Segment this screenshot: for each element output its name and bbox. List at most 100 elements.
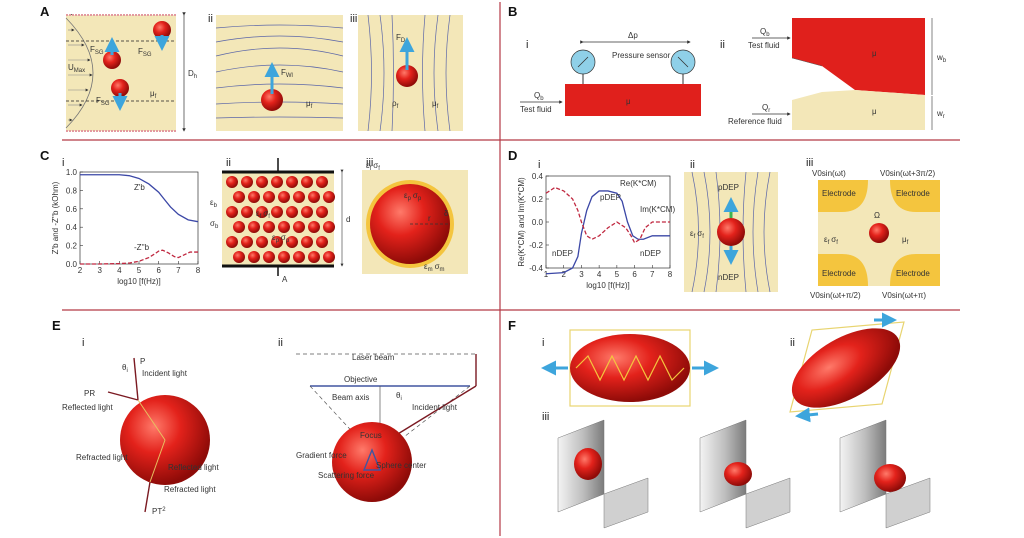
sphere-center-label: Sphere center	[376, 461, 427, 470]
svg-text:μf: μf	[432, 99, 439, 110]
x-tick-label: 2	[561, 270, 566, 279]
mub-label: μ	[626, 97, 631, 106]
series-line-0	[545, 190, 670, 275]
cell-particle	[316, 176, 328, 188]
pdep-label: pDEP	[718, 183, 739, 192]
svg-text:FSG: FSG	[96, 96, 110, 107]
x-tick-label: 7	[650, 270, 655, 279]
theta-label-2: θ	[396, 391, 401, 400]
reflected-light-label: Reflected light	[62, 403, 113, 412]
svg-text:σb: σb	[210, 219, 219, 230]
reference-fluid-label: Reference fluid	[728, 117, 782, 126]
y-tick-label: 0.0	[532, 218, 544, 227]
series-label-zb1: Z'b	[134, 183, 145, 192]
qb-label-2: Q	[760, 27, 766, 36]
r-label: r	[428, 214, 431, 223]
pr-label: PR	[84, 389, 95, 398]
y-tick-label: -0.4	[529, 264, 543, 273]
cell-particle	[278, 251, 290, 263]
beam-axis-label: Beam axis	[332, 393, 369, 402]
cell-particle	[308, 191, 320, 203]
svg-text:wb: wb	[936, 53, 947, 64]
pressure-sensor-label: Pressure sensor	[612, 51, 671, 60]
x-tick-label: 4	[117, 266, 122, 275]
y-tick-label: -0.2	[529, 241, 543, 250]
panel-d-sub-iii: iii	[806, 157, 813, 169]
x-axis-label: log10 [f(Hz)]	[586, 281, 630, 290]
cell-particle	[308, 221, 320, 233]
cell-particle	[226, 236, 238, 248]
svg-text:μf: μf	[306, 99, 313, 110]
y-tick-label: 0.6	[66, 205, 78, 214]
panel-b-i: Δp Pressure sensor μ Qb Test fluid	[520, 31, 701, 116]
v3-label: V0sin(ωt+π/2)	[810, 291, 861, 300]
muf-label-a2: μ	[306, 99, 311, 108]
fsg-label: F	[90, 45, 95, 54]
epsb-label: ε	[210, 198, 214, 207]
objective-label: Objective	[344, 375, 378, 384]
pt-label: PT	[152, 507, 162, 516]
svg-text:Qb: Qb	[534, 91, 544, 102]
cell-particle	[256, 236, 268, 248]
wr-label: w	[936, 109, 943, 118]
epsf-label-d: ε	[690, 229, 694, 238]
ndep-chart-label: nDEP	[552, 249, 573, 258]
cell-particle	[301, 206, 313, 218]
panel-f-sub-i: i	[542, 337, 544, 349]
panel-f-iii	[557, 419, 931, 529]
panel-f-i	[541, 329, 719, 407]
panel-d-iii: Electrode Electrode Electrode Electrode …	[810, 169, 940, 300]
panel-c-sub-i: i	[62, 157, 64, 169]
fwl-label: F	[281, 68, 286, 77]
cell-particle	[271, 236, 283, 248]
panel-f-sub-iii: iii	[542, 411, 549, 423]
x-tick-label: 8	[196, 266, 201, 275]
y-tick-label: 0.4	[532, 172, 544, 181]
area-label: A	[282, 275, 288, 284]
panel-c-sub-iii: iii	[366, 157, 373, 169]
muf-label-a3: μ	[432, 99, 437, 108]
panel-b-ii: μ μ Qb Test fluid Qr Reference fluid wb …	[728, 18, 947, 130]
cell-particle	[256, 206, 268, 218]
cell-particle	[263, 191, 275, 203]
muf-label-a: μ	[150, 89, 155, 98]
panel-f-sub-ii: ii	[790, 337, 795, 349]
panel-e-sub-ii: ii	[278, 337, 283, 349]
reflected-light-label-2: Reflected light	[168, 463, 219, 472]
panel-d-sub-ii: ii	[690, 159, 695, 171]
incident-light-label: Incident light	[142, 369, 188, 378]
cell-particle	[286, 236, 298, 248]
cell-particle	[316, 206, 328, 218]
dh-label: D	[188, 69, 194, 78]
x-tick-label: 5	[137, 266, 142, 275]
ndep-label: nDEP	[718, 273, 739, 282]
svg-text:wr: wr	[936, 109, 945, 120]
refracted-light-label: Refracted light	[76, 453, 128, 462]
svg-text:θi: θi	[122, 363, 128, 374]
cell-particle	[278, 191, 290, 203]
panel-label-a: A	[40, 4, 50, 19]
channel-3	[839, 419, 931, 529]
muf-label-d: μ	[902, 235, 907, 244]
cell-particle	[248, 221, 260, 233]
y-tick-label: 0.4	[66, 223, 78, 232]
umax-label: U	[68, 63, 74, 72]
panel-b-sub-ii: ii	[720, 39, 725, 51]
svg-text:μf: μf	[150, 89, 157, 100]
cell-particle	[286, 206, 298, 218]
svg-text:FWl: FWl	[281, 68, 293, 79]
cell-particle	[293, 251, 305, 263]
qb-label: Q	[534, 91, 540, 100]
svg-text:FD: FD	[396, 33, 406, 44]
refracted-light-label-2: Refracted light	[164, 485, 216, 494]
svg-text:UMax: UMax	[68, 63, 85, 74]
channel-2	[699, 419, 791, 529]
svg-text:Dh: Dh	[188, 69, 197, 80]
d-label: d	[346, 215, 350, 224]
